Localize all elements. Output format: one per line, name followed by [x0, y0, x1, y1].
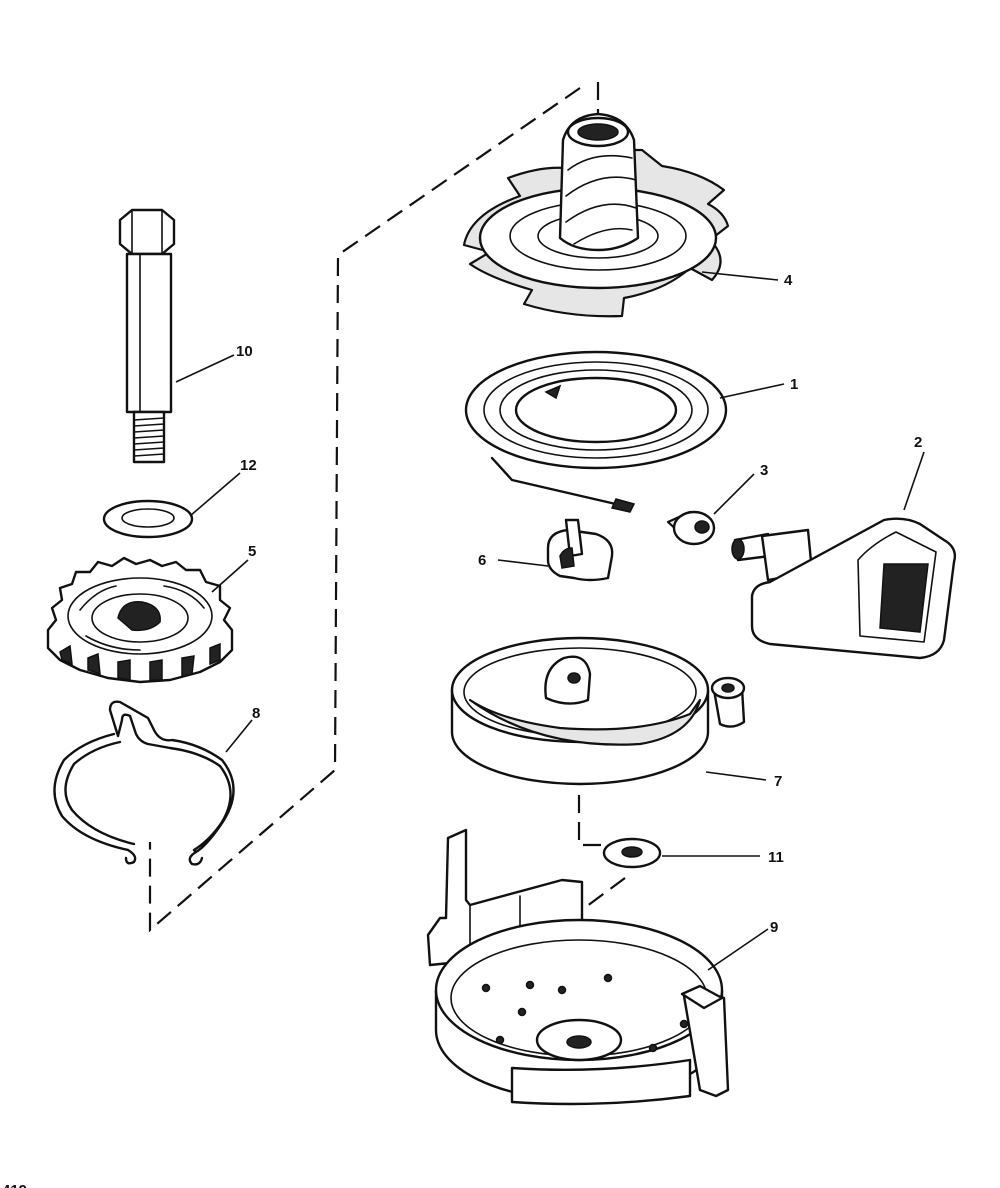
- callout-1: 1: [790, 376, 798, 393]
- callout-4: 4: [784, 272, 793, 289]
- part-1-rewind-spring: [464, 350, 728, 513]
- part-4-starter-pulley: [462, 112, 730, 318]
- leader-lines: [175, 271, 925, 971]
- part-12-flat-washer: [102, 499, 194, 539]
- figure-number: 419: [2, 1182, 27, 1188]
- callout-5: 5: [248, 543, 256, 560]
- callout-labels: 4 1 2 3 6 7 11 9 10 12 5 8 419: [2, 272, 922, 1188]
- part-11-washer: [602, 837, 662, 869]
- callout-11: 11: [768, 849, 784, 866]
- part-5-ratchet-gear: [46, 556, 234, 684]
- callout-9: 9: [770, 919, 778, 936]
- callout-8: 8: [252, 705, 260, 722]
- part-2-starter-handle: [731, 517, 957, 660]
- part-7-spring-housing: [450, 636, 746, 786]
- callout-12: 12: [240, 457, 257, 474]
- callout-7: 7: [774, 773, 782, 790]
- callout-2: 2: [914, 434, 922, 451]
- callout-6: 6: [478, 552, 486, 569]
- part-10-shoulder-bolt: [118, 208, 176, 464]
- part-6-pawl: [546, 518, 614, 582]
- part-9-housing-base: [426, 828, 730, 1106]
- callout-10: 10: [236, 343, 253, 360]
- callout-3: 3: [760, 462, 768, 479]
- part-3-bushing: [666, 510, 716, 546]
- part-8-retainer-spring: [53, 700, 235, 866]
